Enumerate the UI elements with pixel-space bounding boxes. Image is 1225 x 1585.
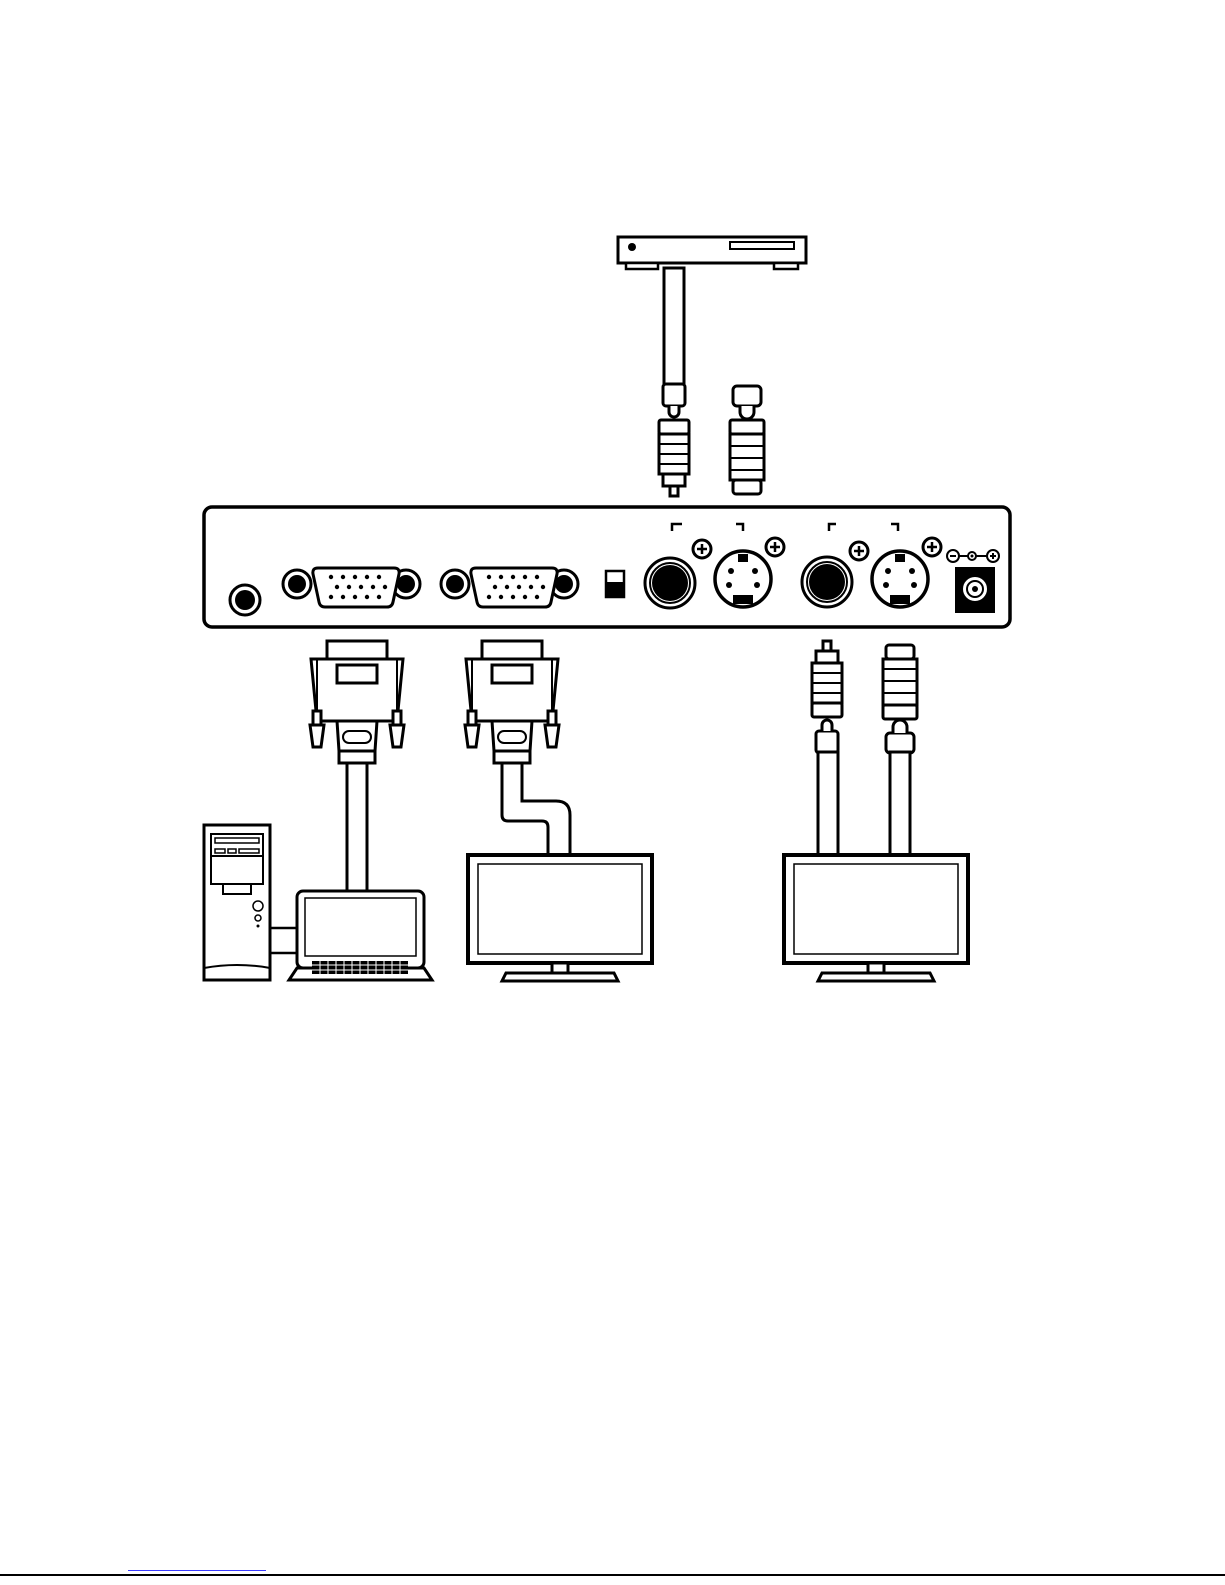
vga-monitor-icon bbox=[468, 855, 652, 981]
desktop-pc-icon bbox=[204, 825, 297, 980]
tv-monitor-icon bbox=[784, 855, 968, 981]
rca-plug-composite-out bbox=[812, 641, 842, 753]
svideo-plug-output bbox=[883, 645, 917, 753]
rca-plug-composite-in bbox=[659, 384, 689, 496]
audio-jack bbox=[230, 585, 260, 615]
footer-rule bbox=[0, 1574, 1225, 1576]
svideo-cable-tv bbox=[890, 752, 910, 856]
vga-plug-input bbox=[310, 641, 404, 763]
footer-link-underline bbox=[128, 1570, 266, 1571]
svideo-plug-input bbox=[730, 386, 764, 494]
dvd-player-icon bbox=[618, 237, 806, 269]
converter-unit bbox=[204, 507, 1010, 627]
vga-cable-laptop bbox=[347, 763, 367, 893]
rca-cable-dvd bbox=[664, 268, 684, 386]
vga-cable-monitor bbox=[502, 763, 570, 853]
vga-plug-output bbox=[465, 641, 559, 763]
slide-switch bbox=[606, 571, 624, 597]
laptop-icon bbox=[289, 891, 432, 980]
rca-cable-tv bbox=[818, 752, 838, 856]
